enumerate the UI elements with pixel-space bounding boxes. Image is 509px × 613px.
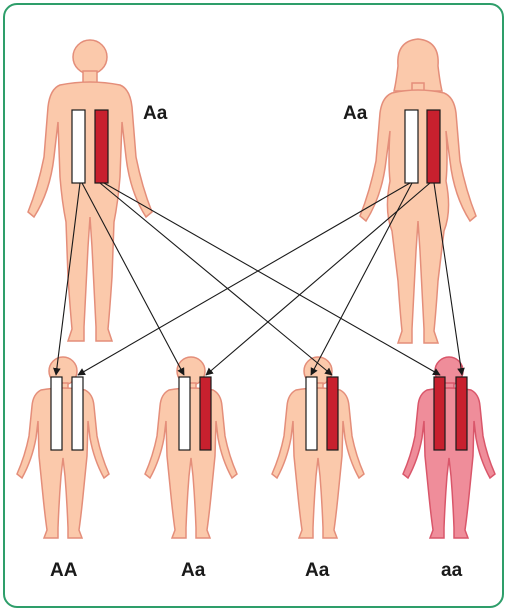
mother-genotype-label: Aa — [343, 104, 367, 123]
child-2-genotype-label: Aa — [181, 561, 205, 580]
child-4-allele-2-bar — [456, 377, 467, 450]
arrow-mother-A-to-child-1 — [78, 183, 410, 375]
arrow-father-a-to-child-3 — [100, 183, 332, 375]
child-1-allele-2-bar — [72, 377, 83, 450]
child-4-genotype-label: aa — [441, 561, 462, 580]
child-figure-4-affected — [403, 357, 495, 538]
child-3-genotype-label: Aa — [305, 561, 329, 580]
father-figure — [28, 40, 152, 341]
child-2-allele-1-bar — [179, 377, 190, 450]
child-figure-2 — [145, 357, 237, 538]
mother-allele-A-bar — [405, 110, 418, 183]
child-1-allele-1-bar — [51, 377, 62, 450]
child-3-allele-2-bar — [327, 377, 338, 450]
child-2-allele-2-bar — [200, 377, 211, 450]
child-figure-3 — [272, 357, 364, 538]
mother-allele-a-bar — [427, 110, 440, 183]
child-1-genotype-label: AA — [50, 561, 77, 580]
child-figure-1 — [17, 357, 109, 538]
mother-figure — [360, 39, 476, 343]
child-3-allele-1-bar — [306, 377, 317, 450]
father-allele-a-bar — [95, 110, 108, 183]
father-allele-A-bar — [72, 110, 85, 183]
child-4-allele-1-bar — [434, 377, 445, 450]
father-genotype-label: Aa — [143, 104, 167, 123]
